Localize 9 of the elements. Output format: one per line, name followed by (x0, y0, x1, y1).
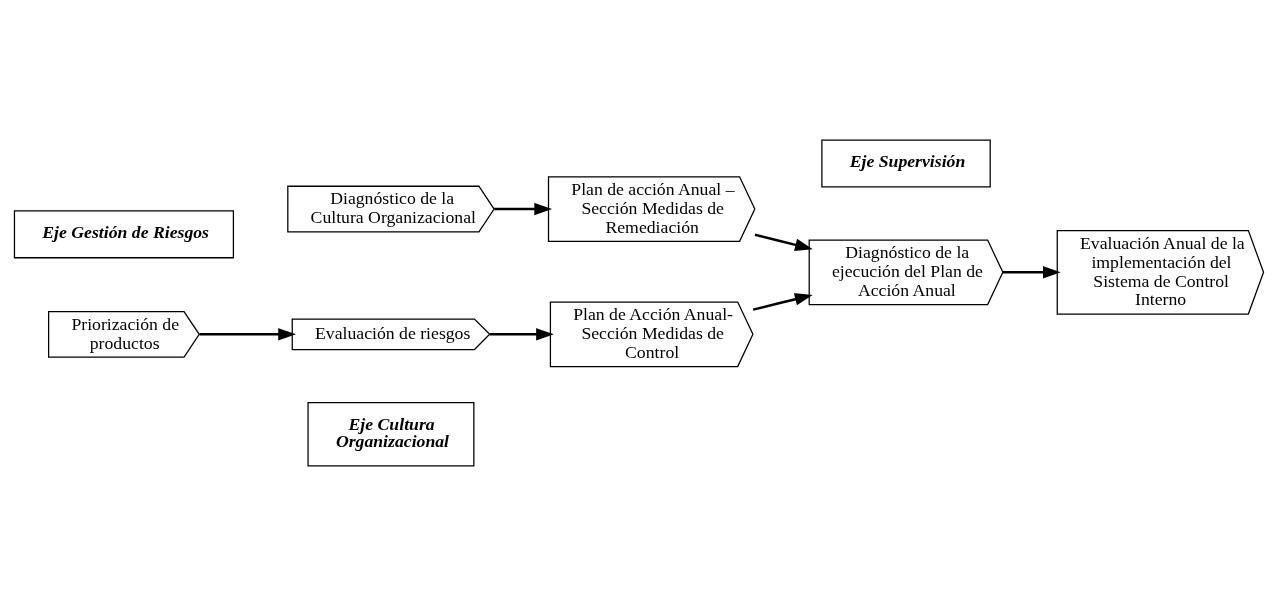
arrow (752, 292, 813, 311)
arrow (1002, 265, 1061, 279)
arrow (494, 202, 553, 215)
node-box: Eje Gestión de Riesgos (13, 209, 235, 258)
node-box: Eje Cultura Organizacional (307, 401, 475, 467)
node-box: Eje Supervisión (821, 138, 991, 188)
arrow (489, 327, 554, 341)
arrow (199, 327, 296, 341)
arrow (754, 232, 813, 251)
